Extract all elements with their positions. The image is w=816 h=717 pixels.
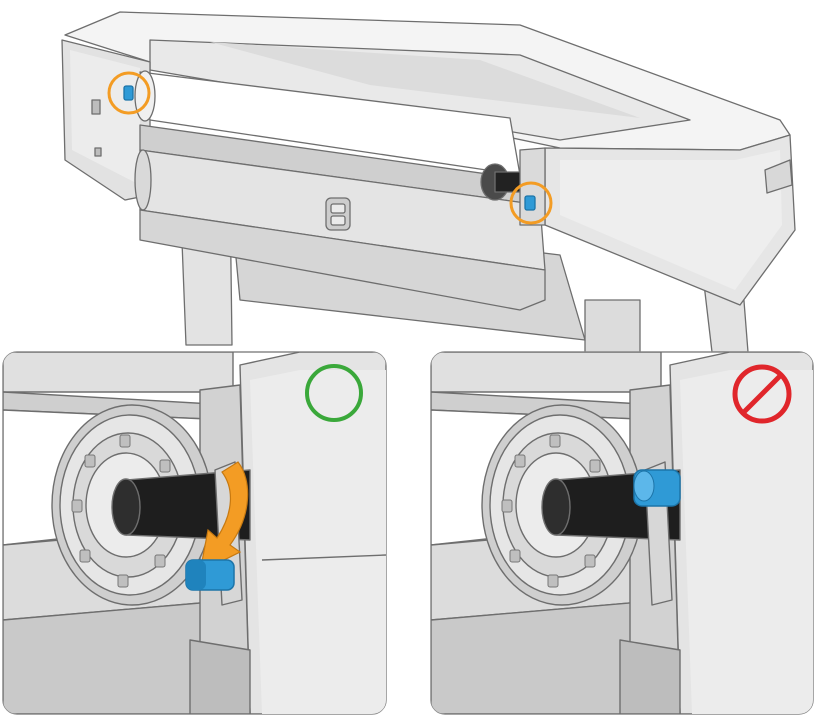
printer-overview [61, 11, 796, 356]
correct-panel [2, 351, 387, 715]
roll-lock-lever-down [185, 559, 235, 591]
prohibited-icon [732, 364, 792, 424]
left-lever-callout [107, 71, 151, 115]
correct-icon [305, 364, 363, 422]
roll-lock-lever-up [633, 469, 681, 507]
incorrect-panel [430, 351, 814, 715]
right-lever-callout [509, 181, 553, 225]
